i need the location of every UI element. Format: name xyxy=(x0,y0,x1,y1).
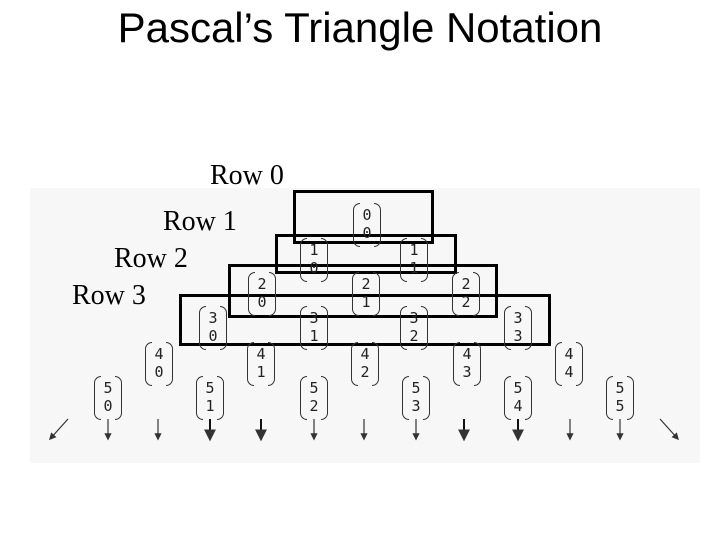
row-1-box xyxy=(275,234,457,274)
arrow-down-right xyxy=(659,418,679,441)
row-label-1: Row 1 xyxy=(163,206,237,237)
row-label-3: Row 3 xyxy=(72,280,146,311)
continuation-arrows xyxy=(49,418,679,442)
row-2-box xyxy=(228,264,498,318)
row-label-0: Row 0 xyxy=(210,160,284,191)
row-0-box xyxy=(293,190,434,244)
arrow-down-left xyxy=(49,418,69,441)
row-3-box xyxy=(179,294,551,346)
slide-title: Pascal’s Triangle Notation xyxy=(117,4,603,51)
row-label-2: Row 2 xyxy=(114,243,188,274)
